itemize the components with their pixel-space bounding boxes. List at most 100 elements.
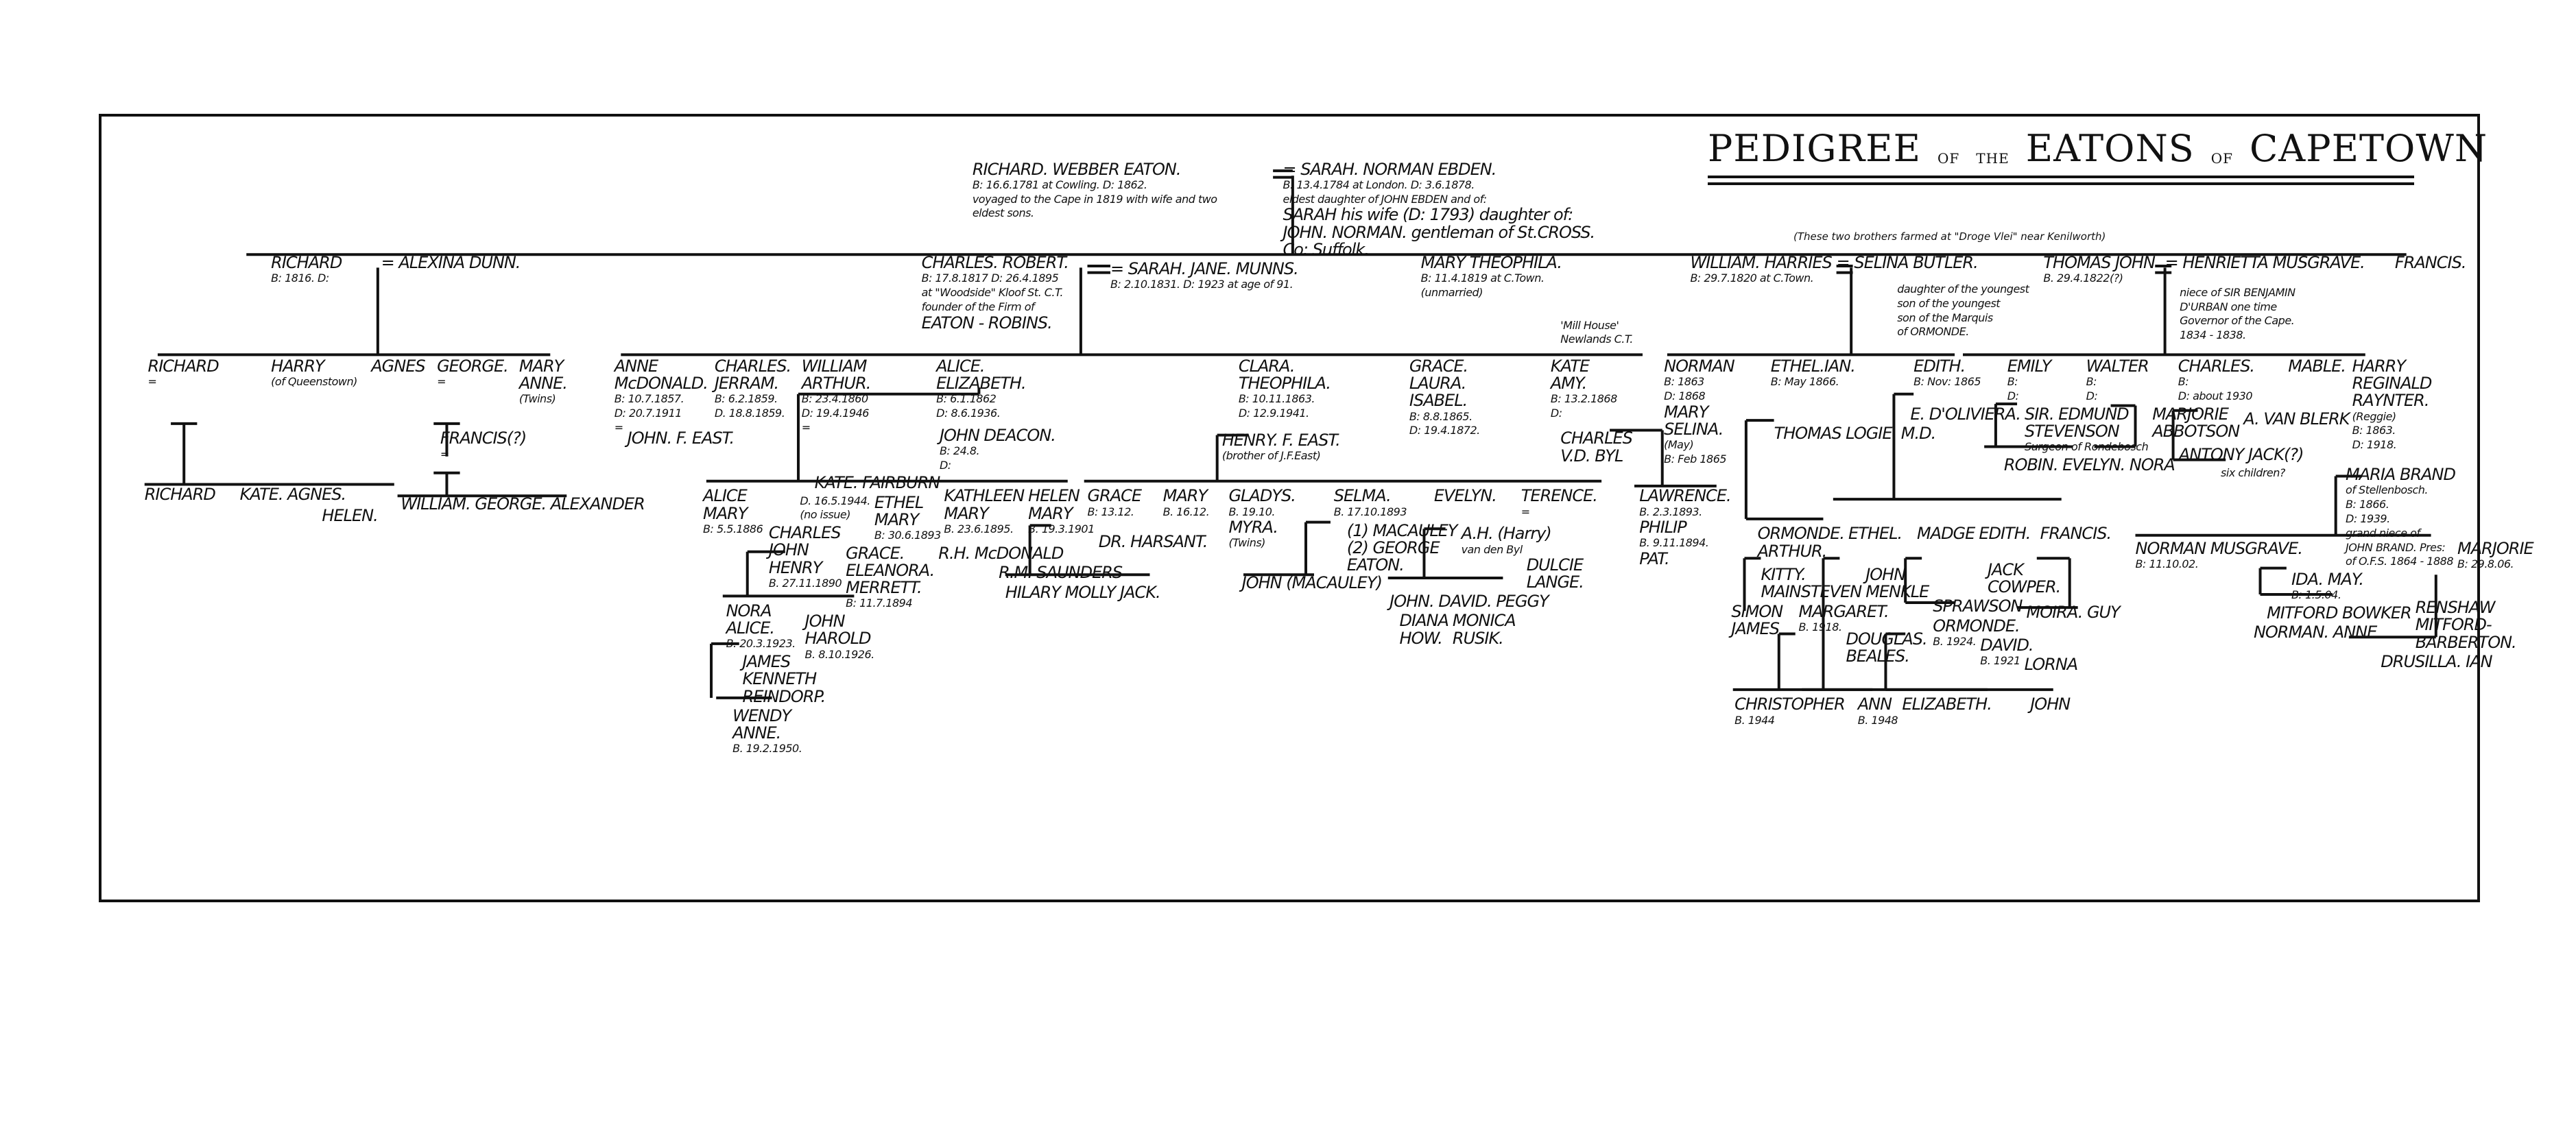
person-detail: of O.F.S. 1864 - 1888: [2346, 555, 2454, 568]
person-detail: B. 1921: [1980, 654, 2020, 668]
person-name: R.M. SAUNDERS: [999, 563, 1123, 583]
person-detail: Newlands C.T.: [1560, 333, 1633, 346]
person-detail: ANNE.: [732, 723, 781, 743]
person-detail: ELEANORA.: [846, 561, 935, 581]
person-charles-robert: CHARLES. ROBERT.B: 17.8.1817 D: 26.4.189…: [922, 254, 1069, 332]
person-name: JOHN: [804, 612, 846, 631]
person-name: WENDY: [732, 705, 791, 725]
person-detail: D: 8.6.1936.: [936, 407, 1001, 420]
person-name: RICHARD: [144, 484, 216, 504]
person-detail: BARBERTON.: [2415, 632, 2517, 652]
person-harsant: DR. HARSANT.: [1099, 533, 1208, 551]
person-detail: D: 1918.: [2352, 438, 2397, 452]
person-name: D. 16.5.1944.: [800, 494, 870, 507]
person-john-mac: JOHN (MACAULEY): [1241, 573, 1383, 593]
person-thomas-logie: THOMAS LOGIE. M.D.: [1774, 424, 1937, 442]
person-detail: EATON - ROBINS.: [921, 313, 1053, 333]
person-kate-fairburn: KATE. FAIRBURN: [815, 474, 941, 492]
person-detail: B: 29.7.1820 at C.Town.: [1690, 272, 1814, 285]
person-detail: B: 10.7.1857.: [614, 392, 684, 406]
person-name: ORMONDE.: [1933, 616, 2020, 636]
person-detail: B: 13.2.1868: [1550, 392, 1617, 406]
person-norman-mus: NORMAN MUSGRAVE.B: 11.10.02.: [2136, 540, 2303, 572]
person-name: A.H. (Harry): [1461, 524, 1552, 544]
person-name: SELMA.: [1333, 486, 1392, 506]
person-detail: THEOPHILA.: [1238, 374, 1331, 394]
person-selma: SELMA.B. 17.10.1893: [1334, 487, 1407, 519]
person-charles-jerram: CHARLES.JERRAM.B: 6.2.1859.D. 18.8.1859.: [714, 357, 791, 421]
person-detail: D: 20.7.1911: [614, 407, 682, 420]
person-name: HELEN.: [322, 506, 378, 526]
person-name: MARJORIE: [2152, 404, 2229, 424]
person-name: WALTER: [2086, 357, 2149, 376]
person-name: RICHARD. WEBBER EATON.: [972, 159, 1182, 179]
person-name: HELEN: [1028, 486, 1080, 506]
person-name: TERENCE.: [1520, 486, 1598, 506]
person-detail: D:: [2007, 389, 2019, 403]
person-detail: eldest daughter of JOHN EBDEN and of:: [1283, 192, 1487, 206]
person-name: NORMAN: [1664, 357, 1735, 376]
person-name: GRACE: [1087, 486, 1142, 506]
person-detail: at "Woodside" Kloof St. C.T.: [921, 286, 1064, 300]
person-detail: B. 8.10.1926.: [804, 647, 875, 661]
title-word: PEDIGREE: [1708, 127, 1922, 170]
person-detail: (unmarried): [1420, 286, 1483, 300]
person-name: MITFORD BOWKER: [2267, 603, 2412, 623]
person-name: JOHN (MACAULEY): [1241, 573, 1383, 593]
person-sprawson: SPRAWSON: [1933, 598, 2023, 615]
person-detail: B: 1863: [1664, 375, 1704, 389]
person-selina: = SELINA BUTLER.: [1837, 254, 1979, 272]
person-detail: REINDORP.: [742, 686, 826, 706]
person-detail: B: 2.10.1831. D: 1923 at age of 91.: [1110, 278, 1293, 291]
person-name: MOIRA. GUY: [2026, 603, 2120, 623]
person-name: six children?: [2221, 466, 2285, 479]
person-name: GRACE.: [1409, 357, 1468, 376]
person-john4: JOHN: [2030, 696, 2071, 713]
person-name: HENRY. F. EAST.: [1221, 430, 1341, 450]
person-name: MARJORIE: [2457, 538, 2534, 558]
person-name: DULCIE: [1526, 555, 1584, 575]
person-name: EDITH.: [1913, 357, 1966, 376]
person-detail: B: 1866.: [2346, 498, 2389, 511]
person-harry1: HARRY(of Queenstown): [271, 357, 357, 389]
person-john-deacon: JOHN DEACON.B: 24.8.D:: [940, 426, 1056, 473]
person-detail: Surgeon of Rondebosch: [2025, 439, 2149, 453]
person-detail: B: 13.4.1784 at London. D: 3.6.1878.: [1283, 178, 1475, 191]
person-name: EMILY: [2007, 357, 2052, 376]
person-name: DR. HARSANT.: [1098, 532, 1208, 552]
person-francis3: FRANCIS.: [2040, 525, 2112, 542]
person-name: = HENRIETTA MUSGRAVE.: [2164, 253, 2365, 273]
person-name: MADGE: [1916, 524, 1975, 544]
person-detail: PHILIP: [1639, 518, 1687, 538]
person-evelyn: EVELYN.: [1434, 487, 1497, 505]
person-detail: B. 27.11.1890: [768, 576, 842, 590]
person-name: AGNES: [371, 357, 425, 376]
person-name: DAVID.: [1980, 635, 2034, 655]
person-detail: B: 1863.: [2352, 424, 2396, 437]
person-name: WILLIAM. HARRIES: [1690, 253, 1832, 273]
person-detail: MYRA.: [1228, 518, 1278, 538]
person-detail: B: 1.5.04.: [2291, 588, 2341, 602]
person-ethel3: ETHEL.: [1848, 525, 1903, 542]
person-name: ETHEL: [874, 492, 924, 512]
person-detail: Governor of the Cape.: [2180, 314, 2295, 328]
person-name: E. D'OLIVIERA.: [1910, 404, 2021, 424]
person-name: CHARLES: [768, 523, 842, 543]
person-name: CHARLES: [1560, 429, 1633, 448]
person-name: CHARLES.: [714, 357, 791, 376]
person-name: R.H. McDONALD: [938, 544, 1064, 564]
person-detail: of ORMONDE.: [1897, 325, 1969, 339]
